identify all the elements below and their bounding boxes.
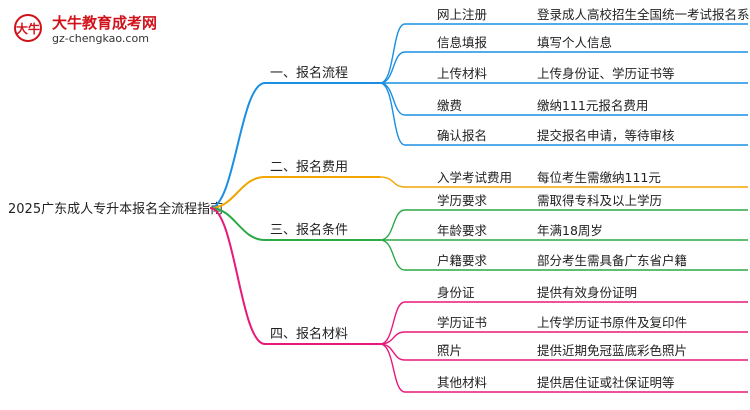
leaf-connector xyxy=(379,82,406,146)
leaf-value: 部分考生需具备广东省户籍 xyxy=(537,253,687,268)
leaf-value: 缴纳111元报名费用 xyxy=(537,98,648,113)
leaf-key: 身份证 xyxy=(437,285,475,300)
branch-label: 二、报名费用 xyxy=(270,159,348,175)
brand-logo: 大牛 大牛教育成考网 gz-chengkao.com xyxy=(6,8,216,48)
leaf-value: 需取得专科及以上学历 xyxy=(537,193,662,208)
leaf-value: 提供居住证或社保证明等 xyxy=(537,375,675,390)
branch-label: 四、报名材料 xyxy=(270,326,348,342)
leaf-key: 学历证书 xyxy=(437,315,487,330)
leaf-value: 提交报名申请，等待审核 xyxy=(537,128,675,143)
leaf-key: 年龄要求 xyxy=(437,223,488,238)
leaf-value: 年满18周岁 xyxy=(537,223,603,238)
leaf-connector xyxy=(379,239,406,271)
leaf-key: 确认报名 xyxy=(437,128,487,143)
leaf-key: 其他材料 xyxy=(437,375,488,390)
leaf-connector xyxy=(379,209,406,241)
leaf-key: 信息填报 xyxy=(437,35,488,50)
branch-label: 一、报名流程 xyxy=(270,65,348,81)
leaf-key: 学历要求 xyxy=(437,193,488,208)
leaf-connector xyxy=(379,343,406,361)
bull-logo-icon: 大牛 xyxy=(14,14,42,42)
leaf-connector xyxy=(379,343,406,393)
leaf-key: 缴费 xyxy=(437,98,462,113)
branch-connector xyxy=(209,207,266,241)
branch-connector xyxy=(209,82,266,209)
leaf-key: 入学考试费用 xyxy=(437,170,512,185)
brand-url: gz-chengkao.com xyxy=(52,32,149,45)
leaf-connector xyxy=(379,301,406,345)
branch-connector xyxy=(209,207,266,345)
branch-label: 三、报名条件 xyxy=(270,222,348,238)
leaf-value: 登录成人高校招生全国统一考试报名系统 xyxy=(537,7,750,22)
leaf-connector xyxy=(379,176,406,188)
leaf-value: 上传学历证书原件及复印件 xyxy=(537,315,687,330)
leaf-value: 填写个人信息 xyxy=(537,35,612,50)
leaf-value: 每位考生需缴纳111元 xyxy=(537,170,661,185)
leaf-key: 上传材料 xyxy=(437,66,488,81)
leaf-key: 网上注册 xyxy=(437,7,487,22)
leaf-key: 户籍要求 xyxy=(437,253,488,268)
leaf-key: 照片 xyxy=(437,343,462,358)
brand-name: 大牛教育成考网 xyxy=(52,14,158,32)
branch-connector xyxy=(209,176,266,209)
leaf-value: 提供近期免冠蓝底彩色照片 xyxy=(537,343,687,358)
leaf-value: 上传身份证、学历证书等 xyxy=(537,66,675,81)
leaf-value: 提供有效身份证明 xyxy=(537,285,637,300)
root-label: 2025广东成人专升本报名全流程指南 xyxy=(8,201,223,217)
leaf-connector xyxy=(379,51,406,84)
